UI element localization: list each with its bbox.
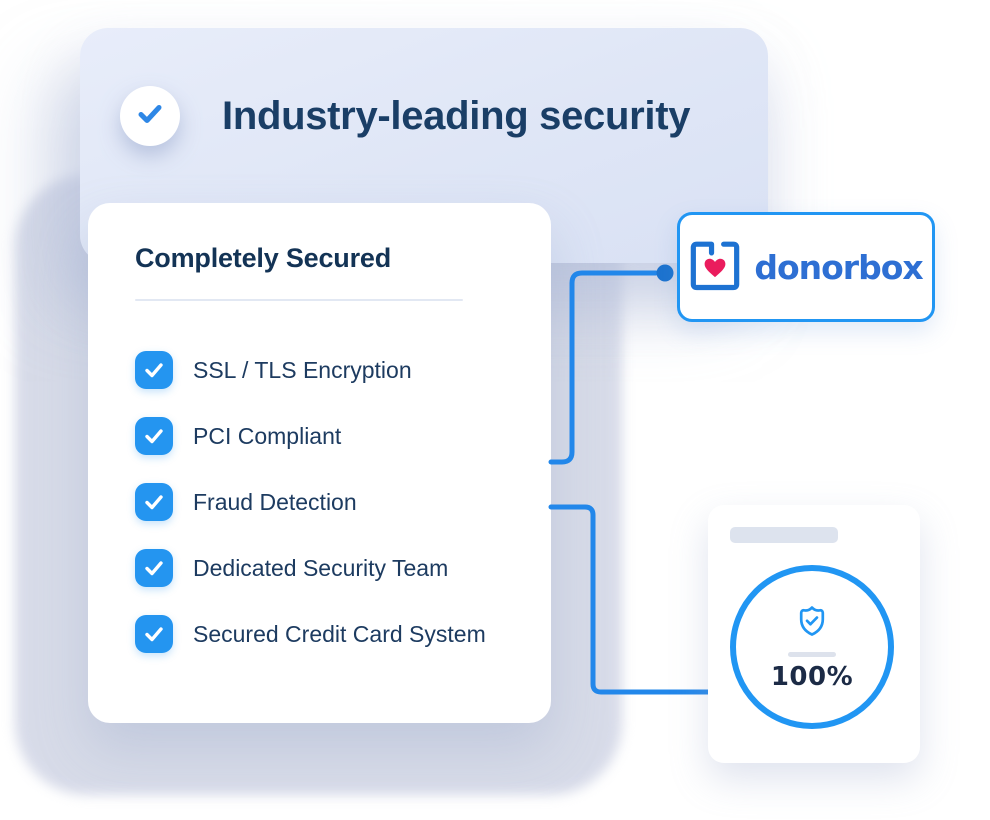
shield-check-icon bbox=[794, 603, 830, 644]
checkbox-check-icon bbox=[145, 561, 163, 576]
feature-row: Dedicated Security Team bbox=[135, 549, 551, 587]
checkbox-checked[interactable] bbox=[135, 549, 173, 587]
feature-row: Secured Credit Card System bbox=[135, 615, 551, 653]
feature-row: SSL / TLS Encryption bbox=[135, 351, 551, 389]
divider bbox=[788, 651, 836, 657]
checkbox-check-icon bbox=[145, 495, 163, 510]
feature-label: PCI Compliant bbox=[193, 422, 342, 449]
donorbox-logo: donorbox bbox=[689, 238, 924, 297]
skeleton-text-bar bbox=[730, 527, 838, 543]
feature-label: Secured Credit Card System bbox=[193, 620, 486, 647]
checkbox-checked[interactable] bbox=[135, 615, 173, 653]
checkbox-check-icon bbox=[145, 429, 163, 444]
feature-list: SSL / TLS Encryption PCI Compliant Fraud… bbox=[135, 351, 551, 653]
heart-icon bbox=[704, 258, 726, 277]
score-value: 100% bbox=[770, 661, 854, 692]
feature-row: PCI Compliant bbox=[135, 417, 551, 455]
checkbox-checked[interactable] bbox=[135, 483, 173, 521]
donorbox-wordmark: donorbox bbox=[754, 247, 923, 287]
security-features-card: Completely Secured SSL / TLS Encryption … bbox=[88, 203, 551, 723]
checkbox-check-icon bbox=[145, 363, 163, 378]
feature-label: SSL / TLS Encryption bbox=[193, 356, 412, 383]
score-circle: 100% bbox=[730, 565, 894, 729]
feature-label: Dedicated Security Team bbox=[193, 554, 449, 581]
card-heading: Completely Secured bbox=[135, 243, 391, 273]
donorbox-card[interactable]: donorbox bbox=[677, 212, 935, 322]
connector-dot bbox=[656, 264, 674, 282]
page-title: Industry-leading security bbox=[222, 93, 691, 138]
check-icon bbox=[133, 97, 167, 136]
feature-label: Fraud Detection bbox=[193, 488, 357, 515]
donation-box-icon bbox=[689, 238, 741, 297]
checkbox-checked[interactable] bbox=[135, 351, 173, 389]
checkbox-checked[interactable] bbox=[135, 417, 173, 455]
check-badge bbox=[120, 86, 180, 146]
score-card: 100% bbox=[708, 505, 920, 763]
checkbox-check-icon bbox=[145, 627, 163, 642]
divider bbox=[135, 299, 463, 301]
feature-row: Fraud Detection bbox=[135, 483, 551, 521]
